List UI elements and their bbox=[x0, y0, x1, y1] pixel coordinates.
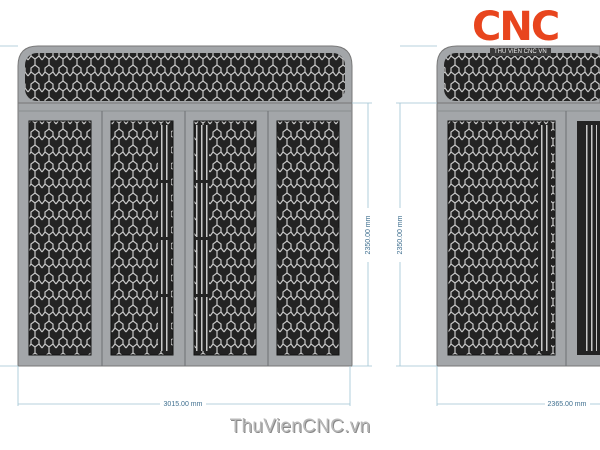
leaf-panel-4 bbox=[276, 120, 340, 356]
leaf-bars-2 bbox=[584, 125, 597, 351]
logo-subtitle: THU VIEN CNC VN bbox=[490, 48, 551, 56]
watermark: ThuVienCNC.vn bbox=[229, 416, 371, 437]
cnc-logo: CNC bbox=[472, 4, 560, 50]
left-dimensions bbox=[0, 45, 372, 406]
left-height-label: 2350.00 mm bbox=[365, 215, 372, 254]
right-width-label: 2365.00 mm bbox=[548, 401, 587, 408]
leaf-panel-1 bbox=[28, 120, 92, 356]
top-pattern-panel bbox=[444, 53, 600, 101]
top-pattern-panel bbox=[25, 53, 345, 101]
leaf-panel-1 bbox=[447, 120, 556, 356]
left-gate bbox=[17, 45, 353, 367]
leaf-bars-1 bbox=[538, 125, 551, 351]
right-gate bbox=[436, 45, 600, 367]
right-dimensions bbox=[396, 45, 600, 406]
right-height-label: 2350.00 mm bbox=[397, 215, 404, 254]
left-width-label: 3015.00 mm bbox=[164, 401, 203, 408]
